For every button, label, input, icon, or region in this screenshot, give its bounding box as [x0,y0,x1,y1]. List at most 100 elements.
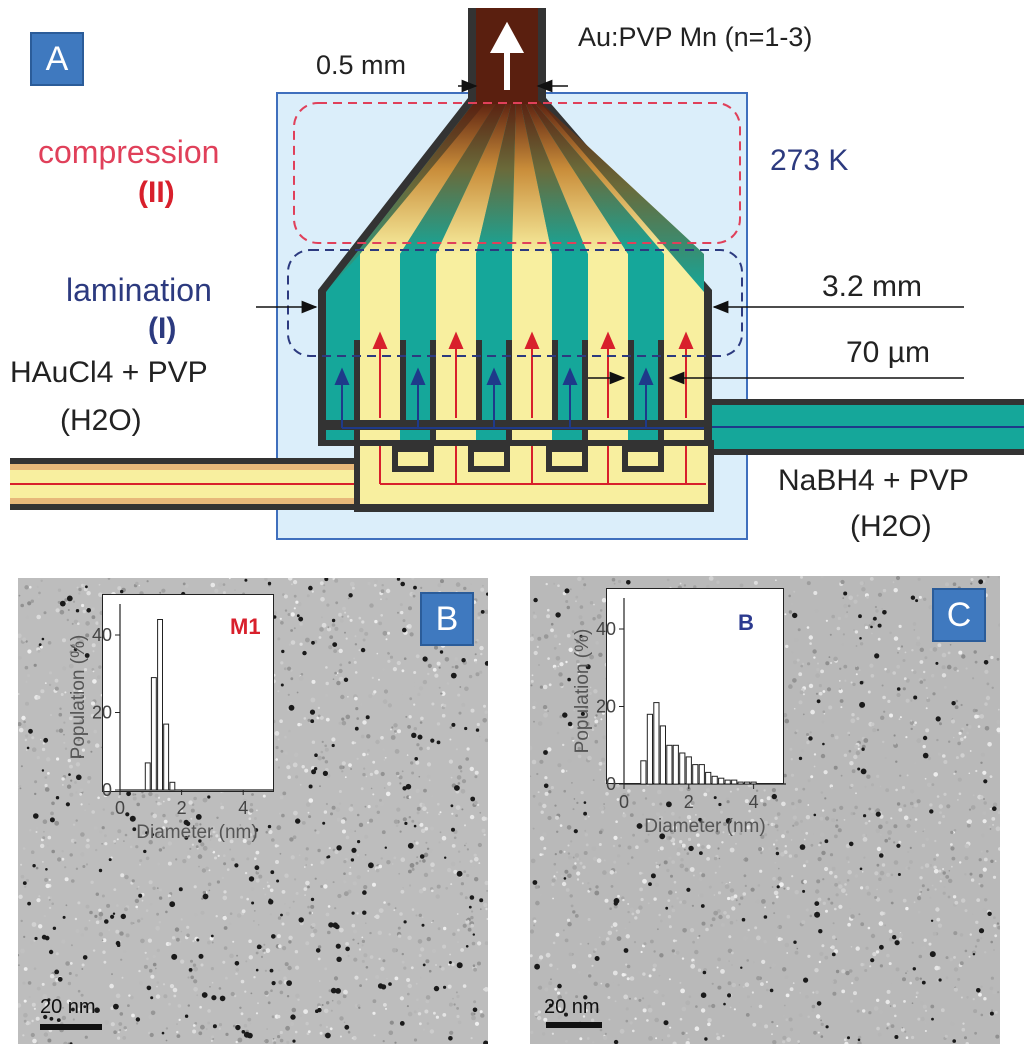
nanoparticle-dot [195,814,202,820]
solvent-right-label: (H2O) [850,510,932,543]
nanoparticle-dot [125,812,130,817]
histogram-bar [157,619,163,791]
nanoparticle-dot [776,885,780,889]
nanoparticle-dot [71,1007,75,1012]
nanoparticle-dot [85,585,88,589]
nanoparticle-dot [831,952,836,957]
nanoparticle-dot [94,1007,100,1013]
histogram-bar [150,677,157,791]
nanoparticle-dot [439,650,444,654]
nanoparticle-dot [413,824,417,828]
nanoparticle-dot [120,589,124,594]
nanoparticle-dot [892,935,897,940]
histogram-bar [666,744,673,785]
histogram-bar [640,760,647,785]
nanoparticle-dot [421,923,425,927]
nanoparticle-dot [407,842,414,849]
nanoparticle-dot [858,614,862,619]
nanoparticle-dot [150,996,154,1000]
nanoparticle-dot [665,906,669,910]
nanoparticle-dot [41,637,45,641]
nanoparticle-dot [713,796,717,800]
nanoparticle-dot [921,980,926,985]
nanoparticle-dot [879,853,884,858]
outlet-label: Au:PVP Mn (n=1-3) [578,22,813,52]
nanoparticle-dot [422,656,428,662]
histogram-bar [724,779,731,785]
nanoparticle-dot [725,818,732,824]
x-axis-label: Diameter (nm) [644,816,765,837]
y-tick-label: 20 [596,697,616,717]
nanoparticle-dot [78,755,82,758]
nanoparticle-dot [171,953,178,960]
nanoparticle-dot [184,1014,189,1018]
nanoparticle-dot [344,1024,350,1030]
nanoparticle-dot [952,1039,956,1043]
nanoparticle-dot [311,769,317,775]
feed-channels [326,331,710,440]
nanoparticle-dot [775,851,780,856]
nanoparticle-dot [234,961,240,966]
nanoparticle-dot [486,592,488,596]
nanoparticle-dot [861,747,865,751]
inlet-right [690,399,1024,455]
nanoparticle-dot [286,980,292,986]
nanoparticle-dot [913,695,918,700]
compression-stripes [326,100,704,292]
nanoparticle-dot [816,1001,822,1006]
nanoparticle-dot [161,1031,165,1035]
nanoparticle-dot [198,839,202,843]
micromixer-diagram [10,8,1024,540]
nanoparticle-dot [613,1039,619,1044]
nanoparticle-dot [727,993,732,998]
nanoparticle-dot [859,867,863,871]
reagent-right-label: NaBH4 + PVP [778,464,969,497]
nanoparticle-dot [62,915,66,919]
histogram-bar [653,702,660,785]
nanoparticle-dot [76,774,82,781]
nanoparticle-dot [930,919,934,922]
nanoparticle-dot [34,936,38,941]
nanoparticle-dot [989,1011,994,1016]
nanoparticle-dot [972,953,976,956]
scale-bar-label-c: 20 nm [544,996,600,1018]
nanoparticle-dot [613,901,618,906]
nanoparticle-dot [290,1014,296,1020]
nanoparticle-dot [104,919,109,924]
nanoparticle-dot [417,734,423,740]
nanoparticle-dot [43,1014,48,1020]
nanoparticle-dot [583,801,587,804]
nanoparticle-dot [483,1040,488,1044]
nanoparticle-dot [870,625,873,629]
nanoparticle-dot [419,854,425,859]
nanoparticle-dot [33,813,39,819]
nanoparticle-dot [580,711,585,716]
compression-zone-outline [293,102,741,244]
nanoparticle-dot [472,1007,478,1013]
nanoparticle-dot [271,934,276,939]
nanoparticle-dot [308,585,313,591]
nanoparticle-dot [59,600,66,607]
manifold [354,420,714,512]
nanoparticle-dot [741,917,746,922]
nanoparticle-dot [292,1039,296,1043]
nanoparticle-dot [351,847,357,853]
nanoparticle-dot [310,897,315,902]
histogram-bar [718,777,725,785]
nanoparticle-dot [534,963,540,970]
nanoparticle-dot [822,742,825,746]
compression-roman: (II) [138,176,175,209]
nanoparticle-dot [314,753,318,757]
nanoparticle-dot [723,1002,726,1006]
nanoparticle-dot [563,877,567,880]
nanoparticle-dot [700,992,707,998]
nanoparticle-dot [322,821,326,825]
nanoparticle-dot [465,945,469,948]
nanoparticle-dot [422,963,426,967]
nanoparticle-dot [688,845,694,852]
nanoparticle-dot [793,940,797,944]
nanoparticle-dot [251,901,255,905]
nanoparticle-dot [69,1042,73,1044]
nanoparticle-dot [814,911,821,918]
